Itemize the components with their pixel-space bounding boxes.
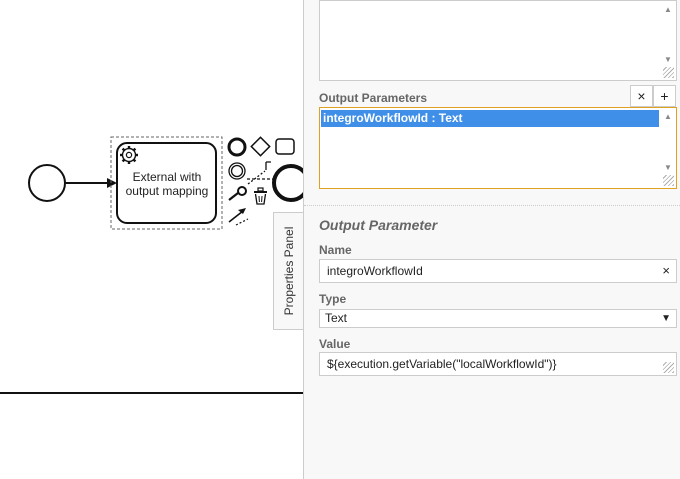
remove-output-parameter-button[interactable]: ×	[630, 85, 653, 107]
properties-panel: ▲ ▼ Output Parameters × + integroWorkflo…	[303, 0, 680, 479]
value-label: Value	[319, 337, 351, 351]
list-item[interactable]: integroWorkflowId : Text	[321, 110, 659, 127]
intermediate-event-icon[interactable]	[228, 162, 246, 180]
append-tool-icon[interactable]	[228, 208, 249, 226]
scroll-down-icon[interactable]: ▼	[664, 163, 672, 172]
output-parameters-list[interactable]: integroWorkflowId : Text ▲ ▼	[319, 107, 677, 189]
diagram-svg	[0, 136, 303, 394]
properties-panel-toggle-label: Properties Panel	[282, 226, 296, 316]
name-input[interactable]: integroWorkflowId ×	[319, 259, 677, 283]
type-select[interactable]: Text ▼	[319, 309, 677, 328]
delete-icon[interactable]	[254, 187, 267, 205]
service-task-gear-icon	[120, 146, 138, 164]
properties-panel-toggle[interactable]: Properties Panel	[273, 212, 304, 330]
type-select-value: Text	[325, 311, 348, 325]
section-divider	[304, 205, 680, 206]
previous-parameter-list[interactable]: ▲ ▼	[319, 0, 677, 81]
value-textarea-value: ${execution.getVariable("localWorkflowId…	[327, 357, 557, 371]
connect-tool-icon[interactable]	[228, 186, 247, 201]
sequence-flow-arrowhead	[107, 178, 117, 188]
text-annotation-icon[interactable]	[265, 161, 271, 170]
service-task-label: External with output mapping	[118, 170, 216, 198]
gateway-icon[interactable]	[250, 136, 271, 157]
add-output-parameter-button[interactable]: +	[653, 85, 676, 107]
chevron-down-icon[interactable]: ▼	[661, 313, 671, 324]
scroll-up-icon[interactable]: ▲	[664, 112, 672, 121]
end-event-icon[interactable]	[227, 137, 247, 157]
name-label: Name	[319, 243, 352, 257]
task-label-line1: External with	[132, 170, 202, 184]
association-dotted-line	[247, 170, 266, 185]
task-label-line2: output mapping	[125, 184, 209, 198]
output-parameter-section-title: Output Parameter	[319, 217, 438, 233]
vertical-scrollbar[interactable]: ▲ ▼	[660, 108, 676, 188]
service-task[interactable]	[116, 142, 217, 224]
end-event[interactable]	[272, 164, 303, 202]
output-parameters-label: Output Parameters	[319, 91, 428, 105]
scroll-up-icon[interactable]: ▲	[664, 5, 672, 14]
task-icon[interactable]	[275, 138, 295, 155]
bpmn-canvas[interactable]: External with output mapping	[0, 0, 303, 479]
selection-outline	[110, 136, 223, 230]
resize-grip-icon[interactable]	[663, 67, 674, 78]
clear-icon[interactable]: ×	[662, 263, 670, 278]
name-input-value: integroWorkflowId	[327, 264, 423, 278]
start-event[interactable]	[28, 164, 66, 202]
type-label: Type	[319, 292, 347, 306]
scroll-down-icon[interactable]: ▼	[664, 55, 672, 64]
vertical-scrollbar[interactable]: ▲ ▼	[660, 1, 676, 80]
resize-grip-icon[interactable]	[663, 362, 674, 373]
value-textarea[interactable]: ${execution.getVariable("localWorkflowId…	[319, 352, 677, 376]
resize-grip-icon[interactable]	[663, 175, 674, 186]
